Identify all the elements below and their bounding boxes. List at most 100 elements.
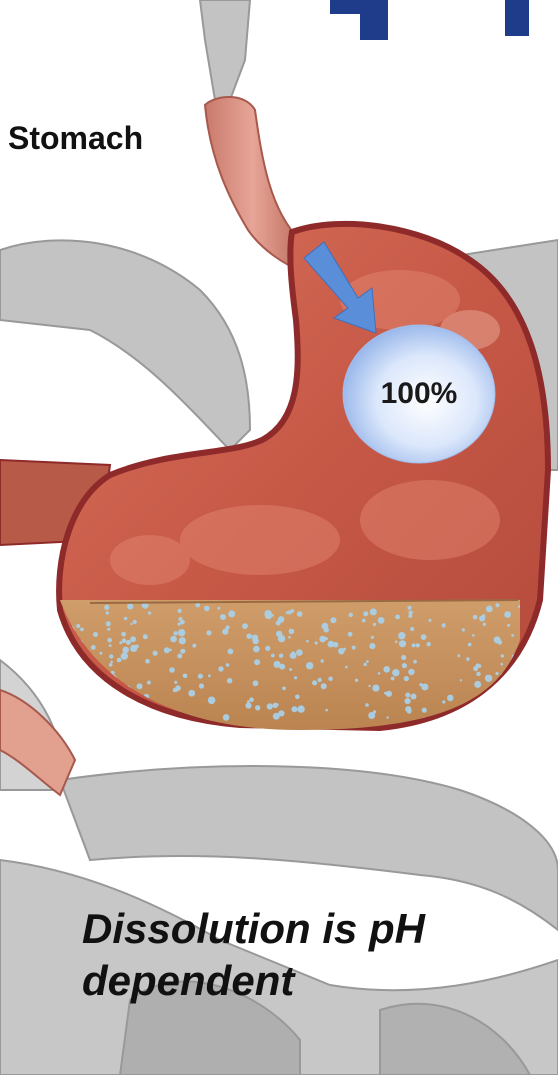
particle bbox=[495, 672, 498, 675]
particle bbox=[466, 657, 470, 661]
particle bbox=[117, 658, 122, 663]
particle bbox=[245, 703, 251, 709]
particle bbox=[485, 675, 492, 682]
particle bbox=[373, 623, 376, 626]
particle bbox=[493, 695, 498, 700]
particle bbox=[107, 628, 110, 631]
particle bbox=[306, 640, 309, 643]
particle bbox=[399, 640, 406, 647]
particle bbox=[89, 709, 96, 716]
particle bbox=[363, 611, 368, 616]
particle bbox=[391, 677, 395, 681]
particle bbox=[416, 643, 420, 647]
particle bbox=[122, 638, 127, 643]
particle bbox=[405, 698, 411, 704]
particle bbox=[402, 663, 407, 668]
particle bbox=[292, 706, 298, 712]
particle bbox=[383, 666, 390, 673]
particle bbox=[371, 636, 374, 639]
particle bbox=[173, 631, 177, 635]
particle bbox=[483, 623, 486, 626]
particle bbox=[106, 621, 111, 626]
particle bbox=[76, 695, 79, 698]
particle bbox=[121, 632, 126, 637]
particle bbox=[507, 624, 510, 627]
particle bbox=[69, 715, 75, 721]
particle bbox=[395, 615, 400, 620]
particle bbox=[80, 628, 84, 632]
particle bbox=[278, 635, 285, 642]
particle bbox=[188, 690, 195, 697]
particle bbox=[271, 654, 275, 658]
particle bbox=[169, 649, 172, 652]
particle bbox=[404, 676, 409, 681]
particle bbox=[147, 681, 151, 685]
particle bbox=[349, 613, 353, 617]
particle bbox=[460, 679, 462, 681]
particle bbox=[81, 665, 85, 669]
particle bbox=[297, 611, 303, 617]
particle bbox=[501, 654, 504, 657]
particle bbox=[442, 700, 445, 703]
particle bbox=[276, 703, 279, 706]
particle bbox=[328, 641, 335, 648]
particle bbox=[296, 649, 303, 656]
particle bbox=[422, 708, 427, 713]
particle bbox=[410, 627, 414, 631]
particle bbox=[467, 712, 471, 716]
particle bbox=[103, 703, 108, 708]
particle bbox=[504, 611, 511, 618]
particle bbox=[330, 617, 336, 623]
particle bbox=[106, 611, 109, 614]
particle bbox=[286, 611, 289, 614]
particle bbox=[227, 678, 232, 683]
particle bbox=[104, 605, 109, 610]
particle bbox=[401, 655, 406, 660]
particle bbox=[343, 648, 346, 651]
particle bbox=[504, 706, 508, 710]
particle bbox=[171, 638, 175, 642]
particle bbox=[178, 629, 185, 636]
particle bbox=[279, 654, 283, 658]
particle bbox=[130, 636, 136, 642]
particle bbox=[372, 685, 379, 692]
particle bbox=[289, 629, 295, 635]
particle bbox=[179, 637, 186, 644]
particle bbox=[68, 659, 73, 664]
particle bbox=[288, 636, 291, 639]
particle bbox=[442, 623, 446, 627]
particle bbox=[411, 694, 417, 700]
particle bbox=[175, 685, 181, 691]
particle bbox=[192, 644, 196, 648]
particle bbox=[174, 681, 177, 684]
particle bbox=[364, 663, 367, 666]
particle bbox=[501, 663, 504, 666]
particle bbox=[478, 664, 482, 668]
particle bbox=[468, 643, 472, 647]
particle bbox=[511, 634, 514, 637]
particle bbox=[306, 662, 313, 669]
dissolved-percent-label: 100% bbox=[343, 325, 495, 463]
particle bbox=[249, 697, 254, 702]
particle bbox=[494, 636, 501, 643]
particle bbox=[253, 680, 259, 686]
particle bbox=[386, 716, 388, 718]
particle bbox=[408, 614, 412, 618]
particle bbox=[345, 666, 348, 669]
particle bbox=[515, 699, 521, 705]
particle bbox=[255, 705, 260, 710]
particle bbox=[279, 664, 285, 670]
particle bbox=[252, 638, 259, 645]
particle bbox=[124, 617, 127, 620]
particle bbox=[107, 638, 112, 643]
particle bbox=[473, 615, 478, 620]
particle bbox=[395, 641, 398, 644]
particle bbox=[253, 646, 260, 653]
particle bbox=[217, 607, 220, 610]
particle bbox=[226, 663, 230, 667]
particle bbox=[76, 624, 80, 628]
particle bbox=[321, 683, 327, 689]
particle bbox=[208, 674, 211, 677]
particle bbox=[476, 672, 480, 676]
particle bbox=[220, 614, 226, 620]
